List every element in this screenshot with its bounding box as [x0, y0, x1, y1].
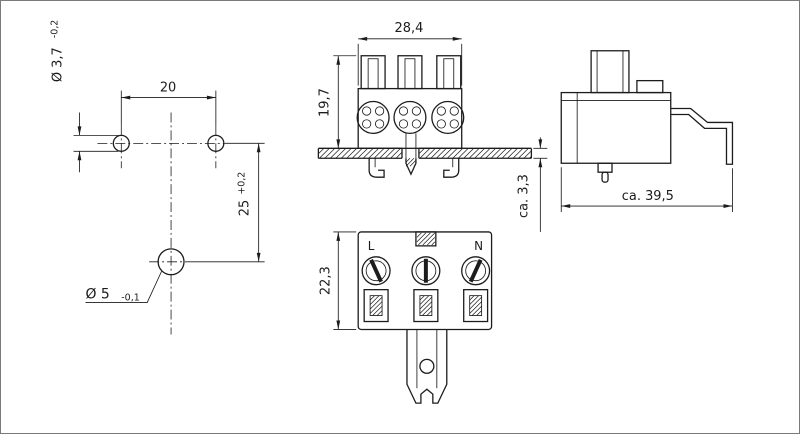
bottom-view: L N 22,3 — [318, 231, 493, 404]
dimension-overall-depth: ca. 39,5 — [560, 167, 733, 213]
fixing-screw-tip — [597, 162, 613, 183]
body-height-label: 19,7 — [317, 88, 332, 117]
dimension-small-hole-diameter: Ø 3,7 -0,2 — [50, 20, 119, 173]
dimension-arrowheads — [77, 36, 733, 330]
drilling-plan-view: 20 Ø 3,7 -0,2 25 +0,2 Ø 5 -0,1 — [50, 20, 265, 335]
switch-plunger — [590, 50, 630, 94]
dimension-body-depth: 22,3 — [318, 231, 357, 330]
hole-pitch-label: 20 — [160, 81, 176, 96]
screw-housings — [360, 55, 462, 90]
vertical-pitch-tolerance-label: +0,2 — [237, 172, 248, 195]
fixing-screw-boss — [415, 231, 437, 247]
body-depth-label: 22,3 — [318, 266, 333, 295]
wire-entry-bosses — [356, 100, 465, 135]
small-hole-tolerance-label: -0,2 — [50, 20, 61, 38]
front-view: 28,4 19,7 ca. 3,3 — [317, 21, 548, 232]
dimension-body-height: 19,7 — [317, 55, 357, 149]
terminal-neutral-label: N — [474, 239, 483, 253]
central-fixing-screw — [405, 133, 417, 176]
small-hole-diameter-label: Ø 3,7 — [51, 47, 66, 82]
dimension-hole-pitch: 20 — [121, 81, 216, 98]
large-hole-diameter-label: Ø 5 — [85, 287, 109, 303]
dimension-large-hole-diameter: Ø 5 -0,1 — [85, 271, 162, 304]
side-view-body — [560, 91, 672, 164]
terminal-screws — [361, 256, 491, 286]
vertical-pitch-label: 25 — [238, 200, 253, 216]
mounting-hole-small-right — [207, 134, 225, 152]
mounting-hole-small-left — [112, 134, 130, 152]
mounting-bracket — [670, 107, 734, 165]
terminal-block-body — [357, 87, 463, 149]
overall-depth-label: ca. 39,5 — [622, 189, 674, 204]
mounting-hole-large — [157, 248, 185, 276]
top-step — [636, 79, 664, 94]
snap-hook-left — [368, 158, 385, 178]
dimension-vertical-pitch: 25 +0,2 — [237, 143, 260, 262]
tab-hole — [419, 358, 435, 374]
section-hatching — [318, 148, 532, 316]
large-hole-tolerance-label: -0,1 — [121, 293, 139, 304]
terminal-live-label: L — [368, 239, 375, 253]
mounting-panel-section — [317, 147, 533, 159]
snap-in-tab — [406, 329, 448, 404]
panel-thickness-label: ca. 3,3 — [516, 174, 531, 218]
clamp-windows — [363, 289, 489, 323]
dimension-overall-width: 28,4 — [357, 21, 463, 86]
overall-width-label: 28,4 — [395, 21, 424, 36]
side-view: ca. 39,5 — [560, 50, 734, 213]
snap-hook-right — [443, 158, 460, 178]
